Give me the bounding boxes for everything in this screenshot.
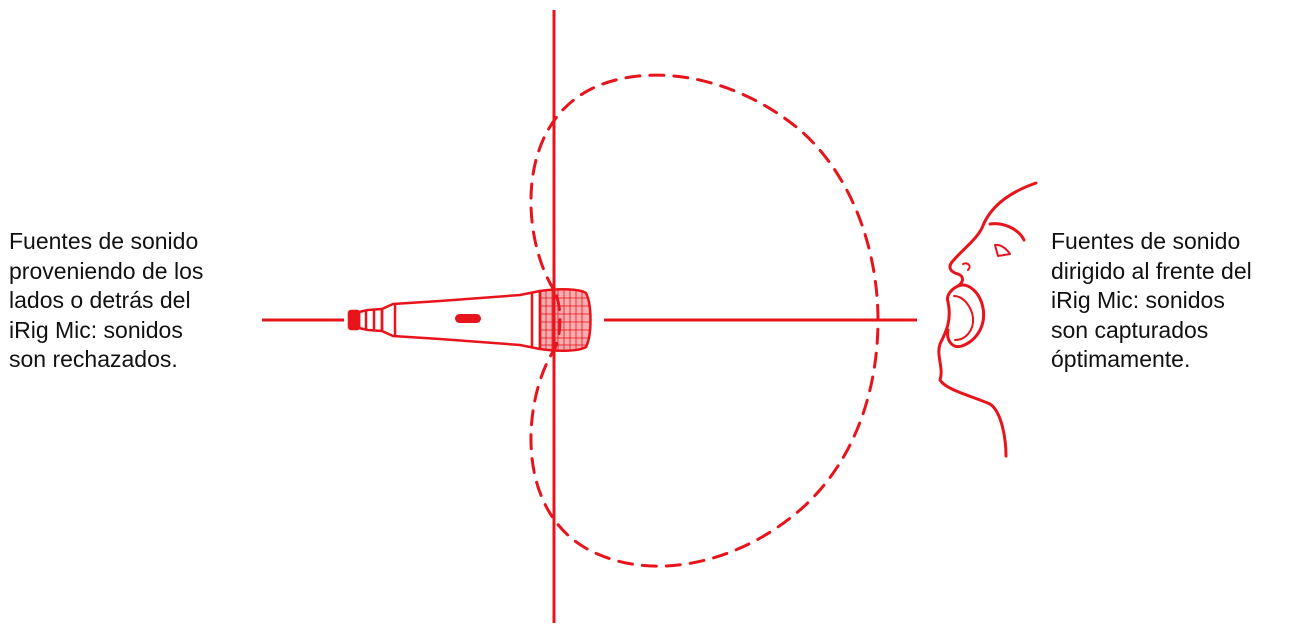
caption-line: iRig Mic: sonidos	[9, 316, 183, 343]
caption-line: dirigido al frente del	[1051, 257, 1252, 284]
caption-line: Fuentes de sonido	[9, 228, 199, 254]
rejected-sources-caption: Fuentes de sonido proveniendo de los lad…	[9, 227, 203, 375]
caption-line: proveniendo de los	[9, 257, 204, 284]
face-profile-icon	[937, 181, 1038, 458]
captured-sources-caption: Fuentes de sonido dirigido al frente del…	[1051, 227, 1252, 375]
caption-line: son rechazados.	[9, 346, 178, 372]
caption-line: Fuentes de sonido	[1051, 228, 1241, 254]
caption-line: óptimamente.	[1051, 346, 1191, 372]
caption-line: son capturados	[1051, 316, 1209, 343]
caption-line: iRig Mic: sonidos	[1051, 287, 1225, 313]
caption-line: lados o detrás del	[9, 287, 191, 313]
microphone-icon	[347, 288, 592, 352]
cardioid-pattern	[529, 73, 880, 568]
